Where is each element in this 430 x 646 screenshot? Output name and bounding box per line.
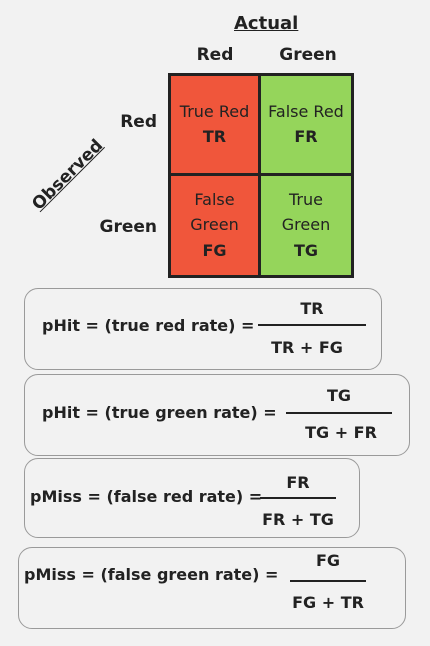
cell-abbr: FR: [294, 127, 318, 147]
column-header-red: Red: [196, 45, 234, 65]
cell-false-red: False Red FR: [261, 76, 351, 176]
fraction-denominator: FG + TR: [292, 593, 364, 612]
cell-text: False Red: [268, 101, 344, 121]
fraction-numerator: FG: [315, 551, 341, 570]
cell-true-red: True Red TR: [171, 76, 261, 176]
cell-text-line2: Green: [281, 215, 331, 235]
cell-abbr: TR: [202, 127, 227, 147]
fraction-numerator: FR: [286, 473, 310, 492]
fraction-denominator: TG + FR: [305, 423, 377, 442]
cell-text-line1: True: [289, 189, 323, 209]
formula-box-phit-green: [24, 374, 410, 456]
column-header-green: Green: [279, 45, 337, 65]
observed-axis-title: Observed: [28, 135, 108, 215]
fraction-bar: [286, 412, 392, 414]
fraction-bar: [258, 324, 366, 326]
fraction-numerator: TR: [300, 299, 324, 318]
formula-box-pmiss-green: [18, 547, 406, 629]
fraction-numerator: TG: [326, 386, 352, 405]
fraction-denominator: TR + FG: [271, 338, 343, 357]
formula-label: pHit = (true green rate) =: [42, 403, 277, 422]
confusion-matrix: True Red TR False Red FR False Green FG …: [168, 73, 354, 278]
row-header-green: Green: [99, 217, 158, 237]
fraction-bar: [290, 580, 366, 582]
fraction-denominator: FR + TG: [262, 510, 334, 529]
cell-text: True Red: [179, 101, 250, 121]
row-header-red: Red: [120, 112, 157, 132]
cell-abbr: TG: [293, 241, 319, 261]
fraction-bar: [260, 497, 336, 499]
formula-label: pHit = (true red rate) =: [42, 316, 255, 335]
cell-true-green: True Green TG: [261, 175, 351, 275]
cell-text-line2: Green: [190, 215, 239, 235]
cell-text-line1: False: [194, 189, 235, 209]
cell-false-green: False Green FG: [171, 175, 261, 275]
formula-label: pMiss = (false green rate) =: [24, 565, 279, 584]
formula-box-phit-red: [24, 288, 382, 370]
formula-label: pMiss = (false red rate) =: [30, 487, 263, 506]
cell-abbr: FG: [202, 241, 227, 261]
actual-axis-title: Actual: [234, 13, 299, 34]
